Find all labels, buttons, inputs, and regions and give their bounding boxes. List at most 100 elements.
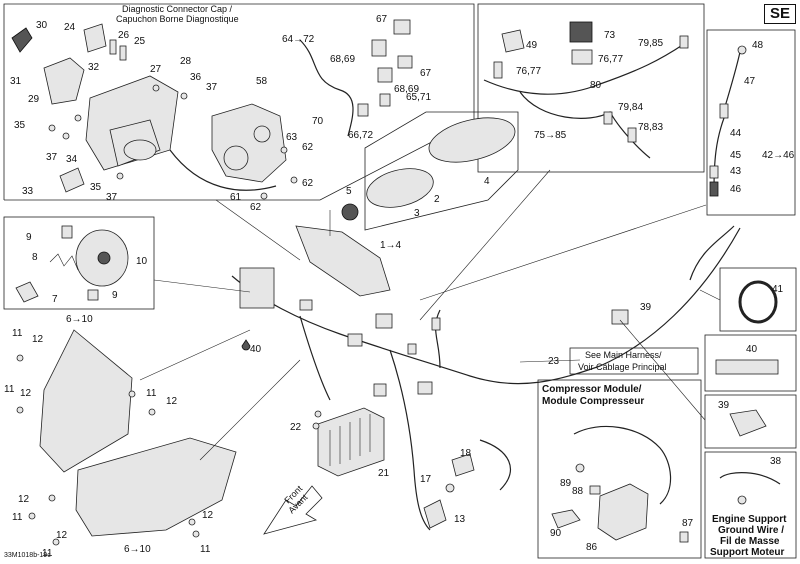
sensor-48 [723, 51, 741, 111]
callout-45: 45 [730, 150, 742, 161]
connector-66-72 [357, 103, 369, 117]
callout-68-69b: 68,69 [394, 84, 419, 95]
fuse-26 [109, 39, 117, 55]
socket-9b [87, 289, 99, 301]
main-harness [231, 227, 741, 385]
connector-79-84 [603, 111, 613, 125]
callout-8: 8 [32, 252, 38, 263]
callout-3: 3 [414, 208, 420, 219]
headlight-lower [75, 437, 237, 537]
callout-34: 34 [66, 154, 78, 165]
heading-diag-en: Diagnostic Connector Cap / [122, 4, 233, 14]
regulator-fins [329, 414, 371, 466]
callout-40b: 40 [746, 344, 758, 355]
callout-76-77b: 76,77 [598, 54, 623, 65]
tether-cord [479, 439, 511, 491]
callout-58: 58 [256, 76, 268, 87]
lanyard-18 [451, 453, 475, 477]
callout-62a: 62 [302, 142, 314, 153]
starter-end [123, 139, 157, 161]
heading-ground-1: Engine Support [712, 514, 787, 525]
connector-43 [709, 165, 719, 179]
callout-87: 87 [682, 518, 694, 529]
callout-11a: 11 [12, 328, 23, 339]
callout-65-71: 65,71 [406, 92, 431, 103]
callout-21: 21 [378, 468, 390, 479]
connector-76-77b [571, 49, 593, 65]
harness-branch-1 [299, 315, 331, 401]
gauge-lens-2 [366, 168, 434, 208]
bulb-7 [15, 281, 39, 303]
callout-37c: 37 [106, 192, 118, 203]
solenoid-33 [59, 167, 85, 193]
fuse-25 [119, 45, 127, 61]
connector-76-77a [493, 61, 503, 79]
hose-90 [551, 509, 581, 529]
heading-main-harness-fr: Voir Câblage Principal [578, 362, 667, 372]
callout-28: 28 [180, 56, 192, 67]
gauge-bezel-4 [428, 117, 516, 163]
frame-ground-wire [704, 451, 797, 559]
callout-39a: 39 [640, 302, 652, 313]
connector-67b [397, 55, 413, 69]
callout-35a: 35 [14, 120, 26, 131]
ecu-module [239, 267, 275, 309]
figure-code: 33M1018b-19c [4, 552, 51, 559]
connector-68-69 [371, 39, 387, 57]
harness-70 [299, 39, 354, 137]
callout-46: 46 [730, 184, 742, 195]
callout-89: 89 [560, 478, 572, 489]
callout-44: 44 [730, 128, 742, 139]
sensor-48-tip [737, 45, 747, 55]
callout-12a: 12 [32, 334, 44, 345]
connector-47 [719, 103, 729, 119]
callout-43: 43 [730, 166, 742, 177]
frame-sensor [706, 29, 796, 216]
pigtail-44 [713, 117, 725, 191]
callout-1-4: 1→4 [380, 240, 402, 251]
rocker-switch-73 [569, 21, 593, 43]
callout-33: 33 [22, 186, 34, 197]
callout-47: 47 [744, 76, 756, 87]
callout-5: 5 [346, 186, 352, 197]
frame-top-left [3, 3, 475, 201]
callout-90: 90 [550, 528, 562, 539]
socket-9a [61, 225, 73, 239]
switch-49 [501, 29, 525, 53]
callout-17: 17 [420, 474, 432, 485]
callout-67b: 67 [420, 68, 432, 79]
callout-48: 48 [752, 40, 764, 51]
heading-ground-4: Support Moteur [710, 547, 785, 558]
callout-6-10b: 6→10 [124, 544, 151, 555]
callout-29: 29 [28, 94, 40, 105]
callout-39b: 39 [718, 400, 730, 411]
leader-lines [139, 169, 721, 461]
callout-42-46: 42→46 [762, 150, 795, 161]
grommet-88 [589, 485, 601, 495]
connector-46 [709, 181, 719, 197]
front-arrow [263, 485, 323, 535]
harness-to-sensor [689, 225, 735, 281]
callout-30: 30 [36, 20, 48, 31]
callout-38: 38 [770, 456, 782, 467]
ground-wire-38 [719, 472, 781, 485]
voltage-regulator-21 [317, 407, 385, 477]
callout-7: 7 [52, 294, 58, 305]
callout-13: 13 [454, 514, 466, 525]
harness-connectors [299, 299, 441, 397]
heading-ground-3: Fil de Masse [720, 536, 780, 547]
callout-78-83: 78,83 [638, 122, 663, 133]
diagnostic-cap [11, 27, 33, 53]
callout-37a: 37 [206, 82, 218, 93]
nut-22b [312, 422, 320, 430]
frame-grease [704, 334, 797, 392]
callout-9b: 9 [112, 290, 118, 301]
sealant-drop-40 [241, 339, 251, 351]
callout-64-72: 64→72 [282, 34, 315, 45]
callout-41: 41 [772, 284, 784, 295]
callout-31: 31 [10, 76, 22, 87]
callout-11c: 11 [146, 388, 157, 399]
callout-12e: 12 [202, 510, 214, 521]
servo-gear-2 [253, 125, 271, 143]
callout-79-85: 79,85 [638, 38, 663, 49]
